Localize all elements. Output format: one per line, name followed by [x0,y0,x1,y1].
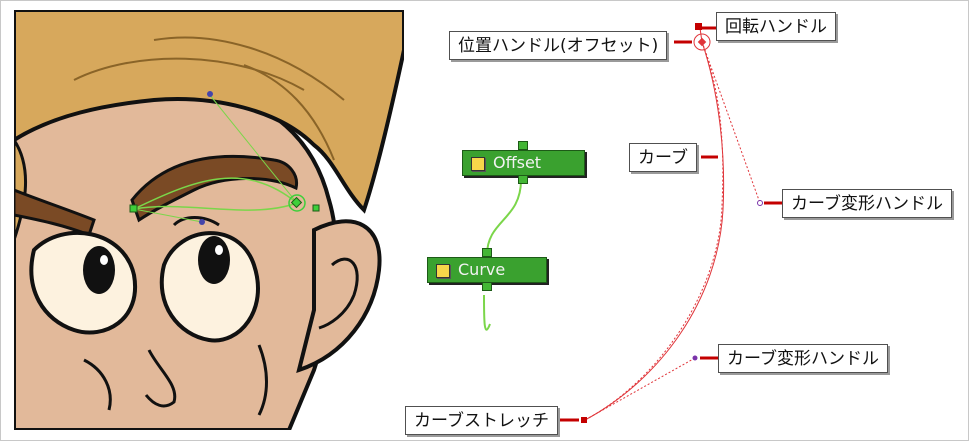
left-pupil [83,246,115,294]
curve-diagram [560,23,782,423]
curve-input-port[interactable] [482,248,492,257]
offset-node[interactable]: Offset [462,141,585,184]
nose [144,349,177,408]
callout-position-handle: 位置ハンドル(オフセット) [449,31,668,60]
offset-input-port[interactable] [518,141,528,150]
offset-handle-ring [693,33,711,51]
deform-handle-dot-1 [757,200,763,206]
callout-curve-deform-handle-upper: カーブ変形ハンドル [782,189,952,218]
node-color-swatch [471,157,485,171]
node-connector [483,180,522,331]
ear [296,219,382,374]
callout-rotation-handle: 回転ハンドル [716,12,836,41]
callout-curve-deform-handle-lower: カーブ変形ハンドル [718,344,888,373]
offset-output-port[interactable] [518,175,528,184]
right-eye [159,231,260,343]
left-eyebrow [14,188,96,237]
deform-handle-dot-2 [692,355,698,361]
curve-node-label: Curve [458,260,506,279]
callout-curve: カーブ [629,143,697,172]
character-illustration [14,10,404,430]
right-pupil [198,236,230,284]
hair [14,10,404,214]
deform-curve [584,41,725,421]
node-color-swatch [436,264,450,278]
callout-curve-stretch: カーブストレッチ [405,406,558,435]
deformer-overlay [129,91,320,225]
offset-node-label: Offset [493,153,542,172]
right-eyebrow [130,154,299,223]
curve-output-port[interactable] [482,282,492,291]
curve-node[interactable]: Curve [427,248,547,291]
